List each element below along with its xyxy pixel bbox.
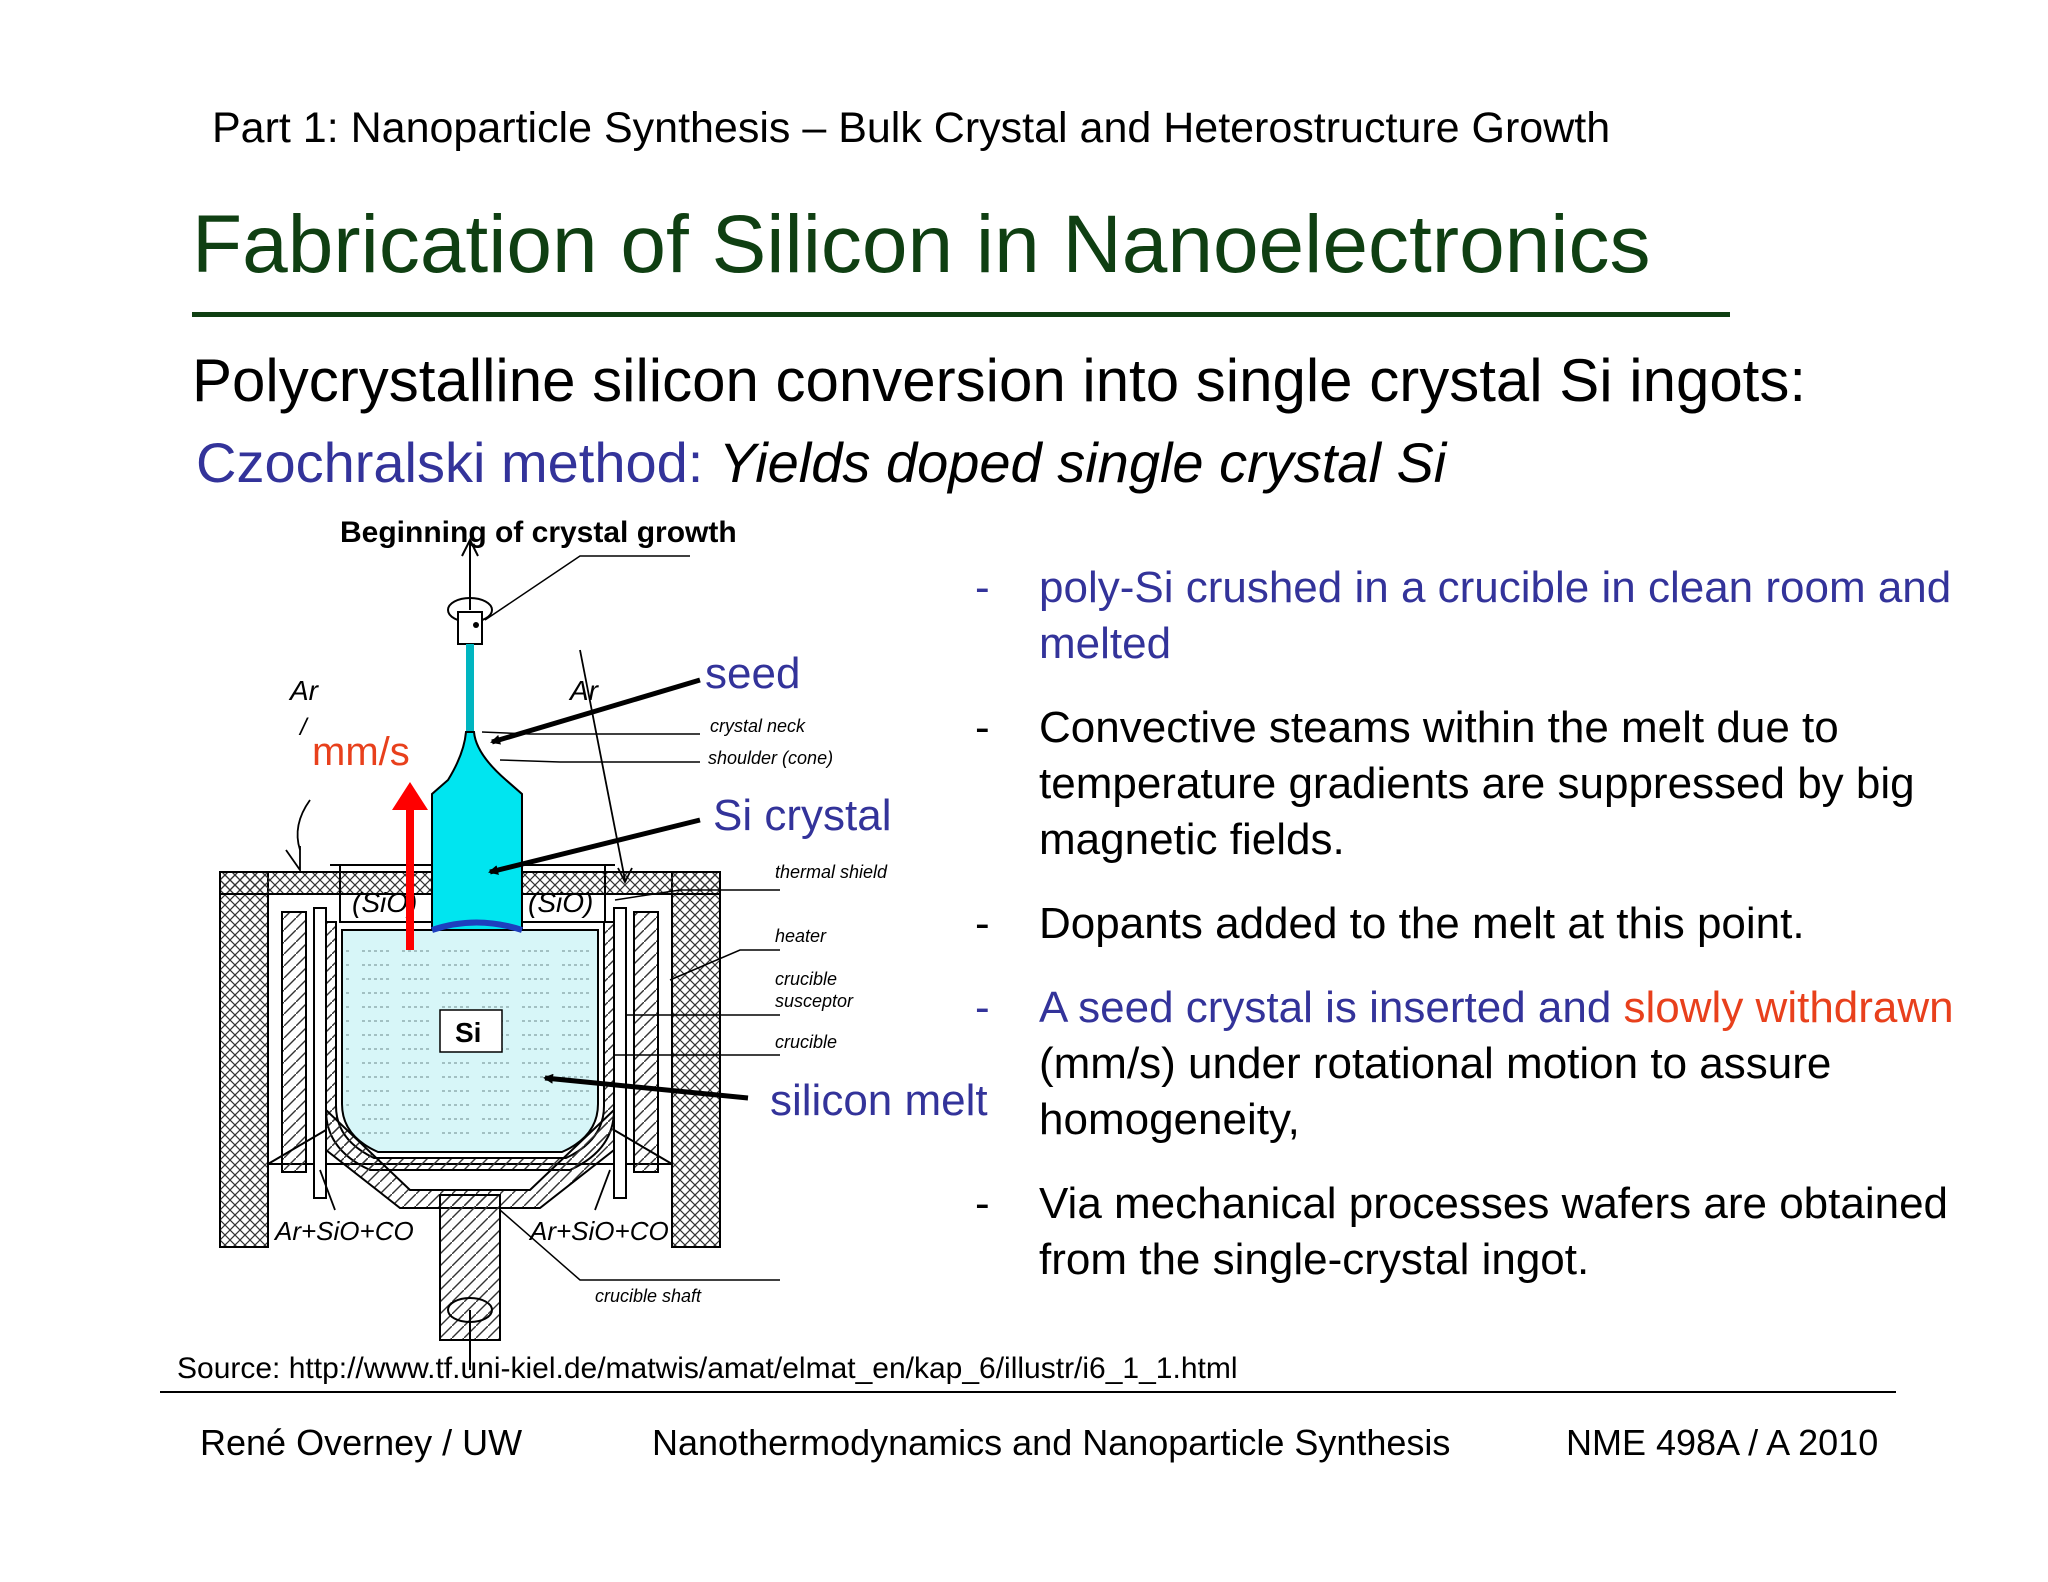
speed-callout: mm/s xyxy=(312,730,410,774)
bullet-text-blue: A seed crystal is inserted and xyxy=(1039,983,1624,1032)
footer-rule xyxy=(160,1391,1896,1393)
source-citation: Source: http://www.tf.uni-kiel.de/matwis… xyxy=(177,1352,1238,1385)
label-heater: heater xyxy=(775,926,827,946)
label-shoulder: shoulder (cone) xyxy=(708,748,833,768)
label-crystal-neck: crystal neck xyxy=(710,716,806,736)
bullet-item: - Convective steams within the melt due … xyxy=(975,700,1995,868)
seed-callout-arrow xyxy=(490,677,701,745)
label-ar-left-mark: / xyxy=(298,714,309,741)
melt-label-box xyxy=(439,1009,503,1053)
bullet-item: - poly-Si crushed in a crucible in clean… xyxy=(975,560,1995,672)
si-crystal xyxy=(431,731,523,931)
label-crucible-shaft: crucible shaft xyxy=(595,1286,702,1306)
seed-callout: seed xyxy=(705,649,800,698)
method-description: Yields doped single crystal Si xyxy=(718,431,1447,494)
bullet-dash: - xyxy=(975,703,990,752)
bottom-rotation-icon xyxy=(447,1297,493,1370)
bullet-text: poly-Si crushed in a crucible in clean r… xyxy=(1039,563,1952,668)
title-underline xyxy=(192,312,1730,317)
top-rotation-icon xyxy=(447,537,493,623)
bullet-text: (mm/s) under rotational motion to assure… xyxy=(1039,1039,1832,1144)
bullet-text-red: slowly withdrawn xyxy=(1623,983,1954,1032)
label-sio-right: (SiO) xyxy=(528,887,593,918)
label-crucible-susceptor-2: susceptor xyxy=(775,991,854,1011)
seed-holder xyxy=(457,611,483,732)
footer-course-code: NME 498A / A 2010 xyxy=(1566,1422,1879,1463)
method-name: Czochralski method: xyxy=(196,431,704,494)
label-exhaust-left: Ar+SiO+CO xyxy=(273,1216,414,1246)
diagram-heading: Beginning of crystal growth xyxy=(340,516,737,549)
part-title: Part 1: Nanoparticle Synthesis – Bulk Cr… xyxy=(212,104,1611,152)
bullet-dash: - xyxy=(975,983,990,1032)
silicon-melt-callout-arrow xyxy=(543,1073,749,1101)
label-thermal-shield: thermal shield xyxy=(775,862,888,882)
label-crucible-susceptor-1: crucible xyxy=(775,969,837,989)
heater xyxy=(281,907,659,1199)
bullet-text: Dopants added to the melt at this point. xyxy=(1039,899,1805,948)
si-crystal-callout: Si crystal xyxy=(713,791,891,840)
label-exhaust-right: Ar+SiO+CO xyxy=(528,1216,669,1246)
intro-heading: Polycrystalline silicon conversion into … xyxy=(192,347,1807,414)
crucible-support xyxy=(325,1107,615,1209)
bullet-item: - Dopants added to the melt at this poin… xyxy=(975,896,1995,952)
slide-title: Fabrication of Silicon in Nanoelectronic… xyxy=(192,199,1651,290)
bullet-list: - poly-Si crushed in a crucible in clean… xyxy=(975,560,1995,1316)
method-line: Czochralski method: Yields doped single … xyxy=(196,430,1446,495)
silicon-melt-callout: silicon melt xyxy=(770,1076,988,1125)
czochralski-diagram: Beginning of crystal growth xyxy=(219,516,988,1370)
bullet-dash: - xyxy=(975,1179,990,1228)
melt-label: Si xyxy=(455,1017,481,1048)
bullet-dash: - xyxy=(975,899,990,948)
gas-flow-arrows xyxy=(285,649,633,1211)
bullet-item: - A seed crystal is inserted and slowly … xyxy=(975,980,1995,1148)
si-crystal-callout-arrow xyxy=(488,817,701,875)
bullet-dash: - xyxy=(975,563,990,612)
bullet-text: Convective steams within the melt due to… xyxy=(1039,703,1915,864)
label-ar-left: Ar xyxy=(288,675,320,706)
label-leaders xyxy=(481,555,780,1281)
footer-author: René Overney / UW xyxy=(200,1422,523,1463)
label-ar-right: Ar xyxy=(568,675,600,706)
bullet-item: - Via mechanical processes wafers are ob… xyxy=(975,1176,1995,1288)
bullet-text: Via mechanical processes wafers are obta… xyxy=(1039,1179,1949,1284)
label-crucible: crucible xyxy=(775,1032,837,1052)
withdrawal-arrow xyxy=(392,782,428,950)
footer-course: Nanothermodynamics and Nanoparticle Synt… xyxy=(652,1422,1451,1463)
